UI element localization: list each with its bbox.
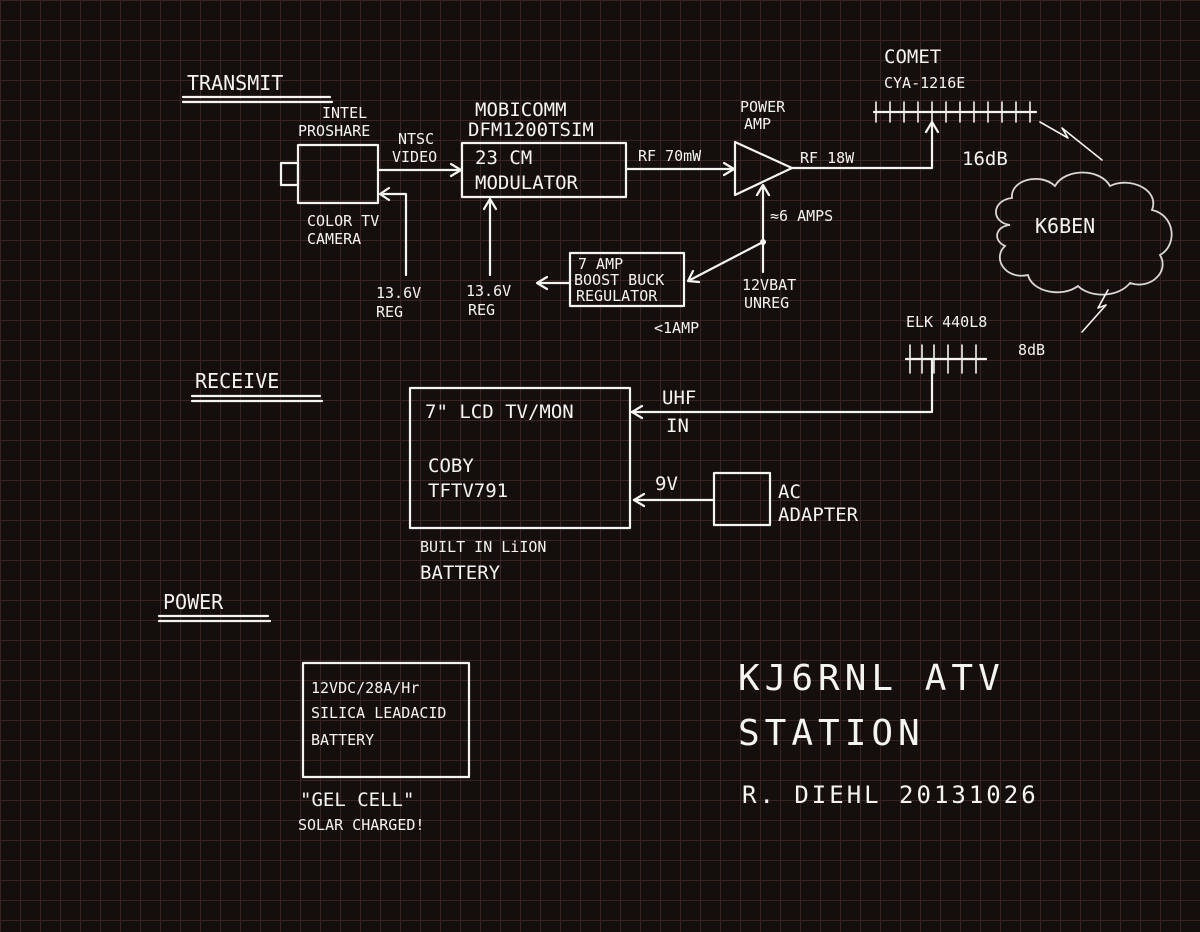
ac-adapter-line1: AC [778, 481, 801, 503]
pa-current-label: ≈6 AMPS [770, 207, 833, 225]
voltage-9v-label: 9V [655, 473, 678, 495]
battery-input-line2: UNREG [744, 294, 789, 312]
camera-supply-arrowhead [378, 186, 391, 202]
modulator-box-line2: MODULATOR [475, 172, 579, 194]
rx-antenna-elements [909, 344, 977, 374]
receive-section: RECEIVE [190, 369, 324, 403]
battery-input: 12VBAT UNREG [742, 240, 796, 312]
regulator-current-label: <1AMP [654, 319, 699, 337]
power-amp-output-label: RF 18W [800, 149, 855, 167]
camera-lens [279, 161, 300, 187]
tv-caption-line2: BATTERY [420, 562, 501, 584]
ac-adapter-block: AC ADAPTER 9V [632, 471, 859, 527]
tx-antenna-brand: COMET [884, 46, 941, 68]
ac-adapter-box [712, 471, 772, 527]
regulator-line2: BOOST BUCK [574, 271, 664, 289]
tv-monitor-box [408, 386, 632, 530]
modulator-supply-line1: 13.6V [466, 282, 511, 300]
battery-caption-line2: SOLAR CHARGED! [298, 816, 424, 834]
battery-caption-line1: "GEL CELL" [300, 789, 414, 811]
station-title-line1: KJ6RNL ATV [738, 658, 1005, 699]
rx-antenna: ELK 440L8 8dB UHF IN [630, 313, 1045, 437]
uhf-arrowhead [630, 404, 644, 420]
tx-antenna-gain: 16dB [962, 148, 1008, 170]
tv-monitor-line3: TFTV791 [428, 480, 508, 502]
battery-line1: 12VDC/28A/Hr [311, 679, 419, 697]
modulator-supply-arrowhead [482, 197, 498, 211]
battery-line3: BATTERY [311, 731, 374, 749]
regulator-input-arrowhead [686, 269, 701, 284]
power-amp-label-line2: AMP [744, 115, 771, 133]
battery-input-line1: 12VBAT [742, 276, 796, 294]
ac-adapter-line2: ADAPTER [778, 504, 859, 526]
camera-name-line1: INTEL [322, 104, 367, 122]
rf-out-label: RF 70mW [638, 147, 702, 165]
station-signature: R. DIEHL 20131026 [742, 781, 1039, 809]
camera-box [296, 143, 380, 205]
9v-arrowhead [632, 492, 646, 508]
modulator-title-line2: DFM1200TSIM [468, 119, 594, 141]
tv-monitor-line2: COBY [428, 455, 474, 477]
camera-supply-line1: 13.6V [376, 284, 421, 302]
power-amp-triangle [733, 140, 794, 197]
uhf-feed-wire [630, 357, 934, 414]
camera-supply-wire [380, 192, 408, 277]
modulator-box-line1: 23 CM [475, 147, 532, 169]
regulator-block: 7 AMP BOOST BUCK REGULATOR <1AMP [535, 240, 765, 337]
battery-block: 12VDC/28A/Hr SILICA LEADACID BATTERY "GE… [298, 661, 471, 834]
tx-radio-wave-icon [1039, 121, 1103, 161]
station-title-block: KJ6RNL ATV STATION R. DIEHL 20131026 [738, 658, 1039, 809]
repeater-cloud: K6BEN [995, 171, 1173, 333]
uhf-label-line2: IN [666, 415, 689, 437]
rx-antenna-model: ELK 440L8 [906, 313, 987, 331]
receive-heading: RECEIVE [195, 369, 279, 393]
battery-line2: SILICA LEADACID [311, 704, 446, 722]
camera-supply-line2: REG [376, 303, 403, 321]
pa-supply-arrowhead [755, 183, 771, 197]
power-section: POWER [157, 590, 272, 623]
tv-monitor-line1: 7" LCD TV/MON [425, 401, 574, 423]
regulator-box [568, 251, 686, 308]
tx-antenna-model: CYA-1216E [884, 74, 965, 92]
rf-70mw-link: RF 70mW [624, 147, 736, 177]
uhf-label-line1: UHF [662, 387, 696, 409]
rx-radio-wave-icon [1081, 289, 1109, 333]
regulator-line3: REGULATOR [576, 287, 658, 305]
ntsc-video-link: NTSC VIDEO [376, 130, 463, 178]
modulator-supply-line2: REG [468, 301, 495, 319]
transmit-heading: TRANSMIT [187, 71, 283, 95]
regulator-input-wire [688, 240, 765, 282]
battery-box [301, 661, 471, 779]
ntsc-label-line1: NTSC [398, 130, 434, 148]
camera-caption-line1: COLOR TV [307, 212, 379, 230]
power-amp-block: POWER AMP RF 18W ≈6 AMPS [733, 98, 940, 245]
camera-block: INTEL PROSHARE COLOR TV CAMERA 13.6V REG [279, 104, 421, 321]
regulator-line1: 7 AMP [578, 255, 623, 273]
camera-name-line2: PROSHARE [298, 122, 370, 140]
modulator-title-line1: MOBICOMM [475, 99, 567, 121]
regulator-output-arrowhead [535, 275, 549, 291]
ntsc-label-line2: VIDEO [392, 148, 437, 166]
power-amp-label-line1: POWER [740, 98, 786, 116]
tx-antenna-elements [875, 101, 1031, 123]
tv-caption-line1: BUILT IN LiION [420, 538, 546, 556]
camera-caption-line2: CAMERA [307, 230, 361, 248]
tx-antenna: COMET CYA-1216E 16dB [872, 46, 1103, 170]
power-heading: POWER [163, 590, 224, 614]
cloud-label: K6BEN [1035, 214, 1095, 238]
tv-monitor-block: 7" LCD TV/MON COBY TFTV791 BUILT IN LiIO… [408, 386, 632, 584]
station-title-line2: STATION [738, 713, 925, 754]
modulator-block: MOBICOMM DFM1200TSIM 23 CM MODULATOR 13.… [460, 99, 628, 319]
cloud-outline [995, 171, 1173, 296]
transmit-section: TRANSMIT [181, 71, 334, 104]
rx-antenna-gain: 8dB [1018, 341, 1045, 359]
rf-18w-wire [790, 122, 934, 170]
